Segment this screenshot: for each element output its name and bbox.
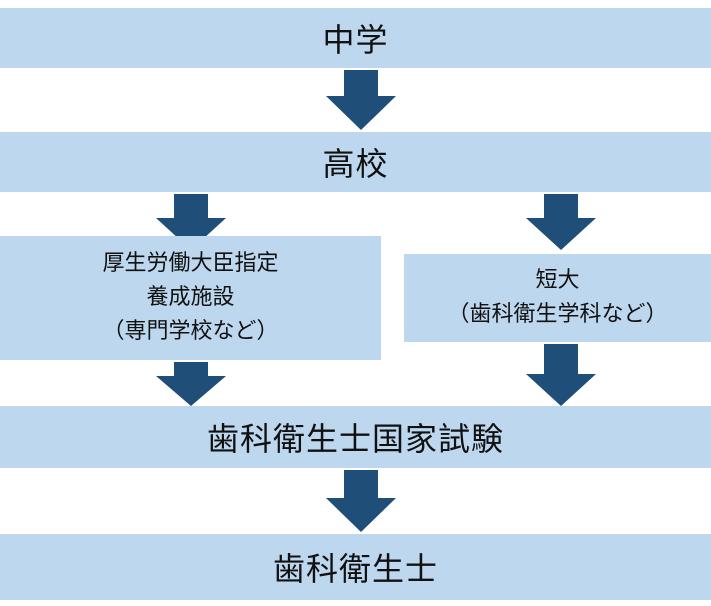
- junior-college-line1: 短大: [535, 268, 580, 293]
- training-facility-line2: 養成施設: [146, 285, 235, 310]
- arrow-down-icon: [526, 344, 596, 406]
- arrow-down-icon: [526, 194, 596, 250]
- arrow-down-icon: [156, 362, 226, 406]
- node-high-school: 高校: [0, 132, 711, 192]
- junior-college-line2: （歯科衛生学科など）: [447, 302, 668, 327]
- node-junior-high: 中学: [0, 8, 711, 68]
- node-junior-high-label: 中学: [322, 21, 389, 59]
- node-training-facility: 厚生労働大臣指定 養成施設 （専門学校など）: [0, 236, 381, 360]
- node-national-exam: 歯科衛生士国家試験: [0, 406, 711, 468]
- training-facility-line3: （専門学校など）: [102, 319, 279, 344]
- node-dental-hygienist: 歯科衛生士: [0, 534, 711, 600]
- node-dental-hygienist-label: 歯科衛生士: [272, 550, 438, 588]
- node-national-exam-label: 歯科衛生士国家試験: [206, 420, 504, 458]
- node-junior-college: 短大 （歯科衛生学科など）: [404, 254, 711, 342]
- arrow-down-icon: [326, 70, 396, 130]
- training-facility-line1: 厚生労働大臣指定: [102, 251, 279, 276]
- arrow-down-icon: [156, 194, 226, 250]
- node-high-school-label: 高校: [322, 145, 389, 183]
- arrow-down-icon: [326, 470, 396, 532]
